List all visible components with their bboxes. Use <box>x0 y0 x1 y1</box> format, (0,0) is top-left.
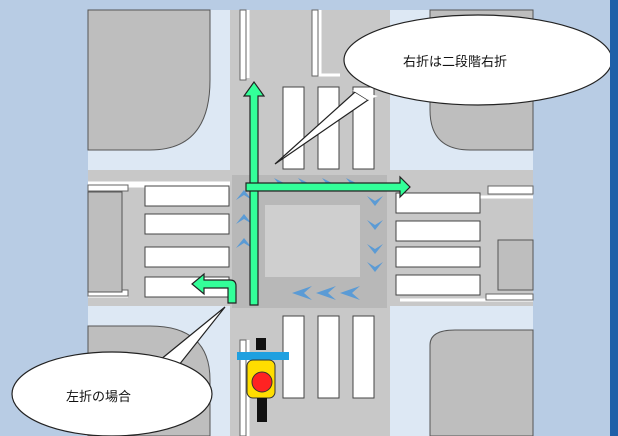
intersection-center <box>265 205 360 277</box>
crosswalk-bottom <box>282 315 375 399</box>
crosswalk-top <box>282 86 375 170</box>
callout-right-turn <box>274 14 613 165</box>
callout-left-turn <box>11 306 226 436</box>
right-turn-callout-text: 右折は二段階右折 <box>403 55 508 70</box>
straight-arrow <box>242 80 266 306</box>
side-blocks <box>87 191 534 293</box>
route-arrows <box>191 80 411 306</box>
motorcycle-icon <box>237 338 289 422</box>
left-turn-callout-text: 左折の場合 <box>66 390 132 405</box>
right-turn-arrow <box>245 175 411 199</box>
road-outlines <box>87 9 534 436</box>
edge-bar <box>610 0 618 436</box>
crosswalk-right <box>395 192 481 296</box>
left-turn-arrow <box>191 272 237 304</box>
